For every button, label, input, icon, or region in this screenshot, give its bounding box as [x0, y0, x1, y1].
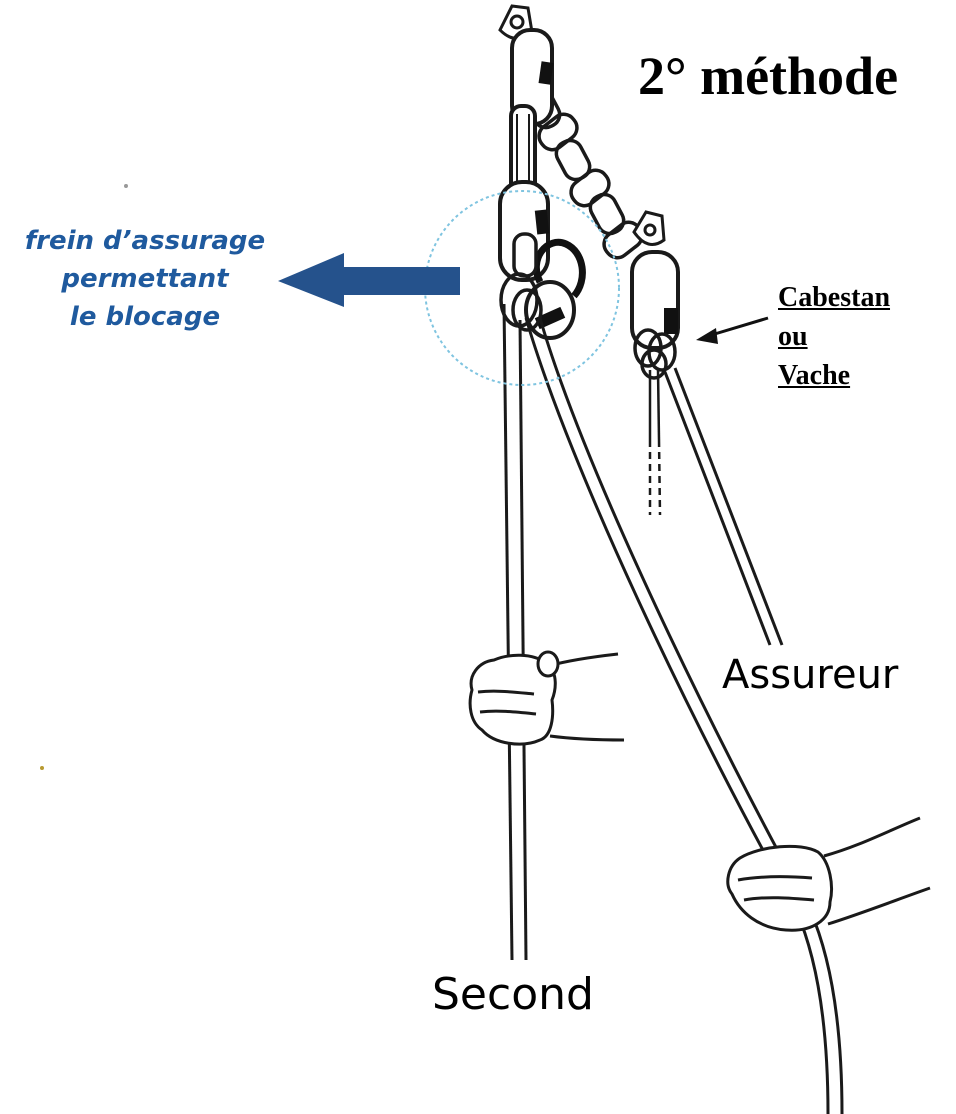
knot-callout-line: Cabestan [778, 278, 890, 317]
brake-callout-line: permettant [14, 260, 276, 298]
knot-callout-line: Vache [778, 356, 890, 395]
right-anchor-bolt [634, 212, 664, 245]
belayer-hand [728, 818, 930, 930]
method-title: 2° méthode [638, 46, 898, 106]
knot-pointer-arrow [696, 318, 768, 344]
second-hand [470, 652, 624, 744]
belayer-label: Assureur [722, 650, 898, 700]
knot-callout: Cabestan ou Vache [778, 278, 890, 395]
brake-callout-line: le blocage [14, 298, 276, 336]
belayer-rope-to-anchor [665, 368, 782, 645]
callout-arrow [278, 253, 460, 307]
speck [124, 184, 128, 188]
speck [40, 766, 44, 770]
knot-tail [650, 370, 660, 515]
brake-callout-line: frein d’assurage [14, 222, 276, 260]
knot-callout-line: ou [778, 317, 890, 356]
second-rope [504, 304, 526, 960]
brake-callout: frein d’assurage permettant le blocage [14, 222, 276, 336]
second-label: Second [432, 968, 594, 1022]
